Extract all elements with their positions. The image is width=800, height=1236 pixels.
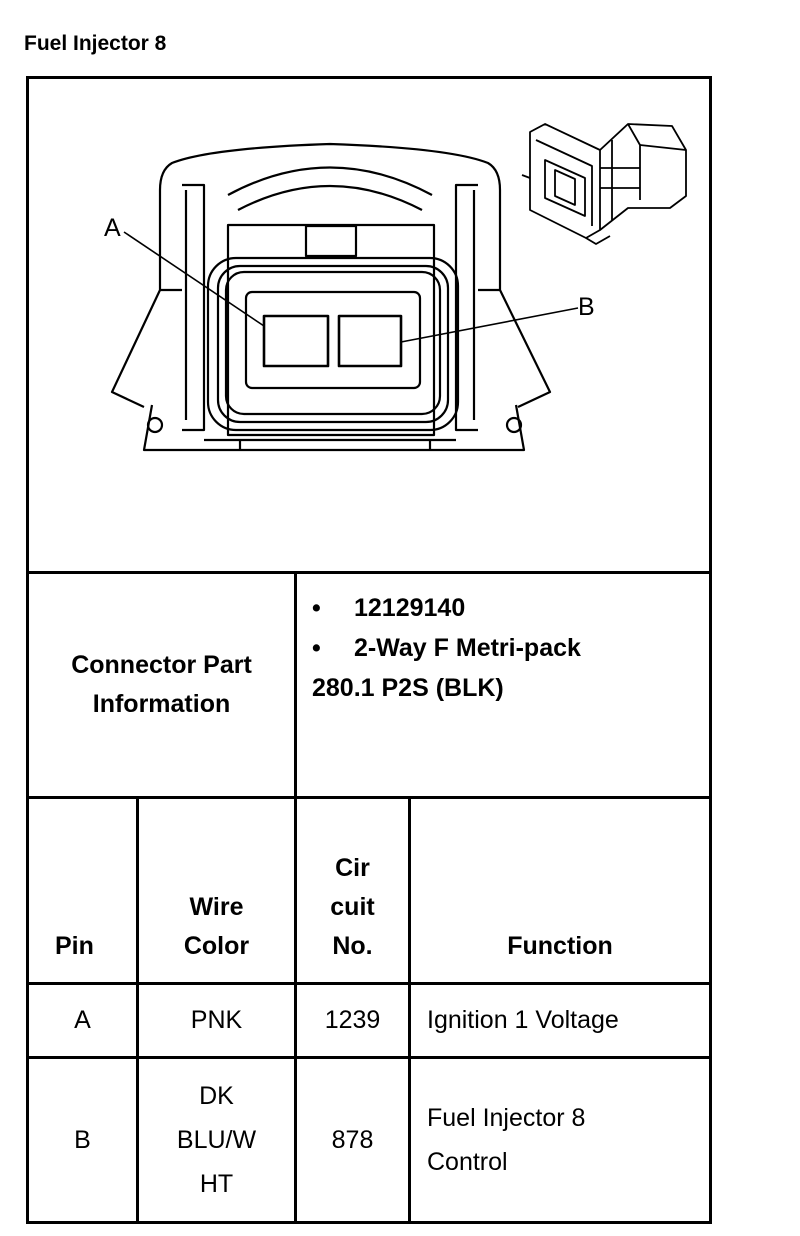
divider-col-pin: [136, 796, 139, 1224]
row-b-pin: B: [74, 1125, 91, 1154]
row-a-wire-color: PNK: [190, 1006, 243, 1034]
connector-face-icon: A B: [104, 123, 687, 452]
row-b-function: Fuel Injector 8 Control: [427, 1104, 586, 1176]
divider-info: [26, 796, 712, 799]
row-a-pin: A: [74, 1006, 91, 1034]
header-pin: Pin: [55, 932, 94, 960]
header-function: Function: [507, 932, 613, 960]
pin-b-label: B: [578, 293, 595, 321]
divider-diagram: [26, 571, 712, 574]
connector-part-info-label: Connector Part Information: [71, 651, 252, 718]
connector-type-continuation: 280.1 P2S (BLK): [312, 674, 504, 702]
divider-header: [26, 982, 712, 985]
divider-col-circuit: [408, 796, 411, 1224]
connector-table-frame: [26, 76, 712, 1224]
page-title: Fuel Injector 8: [24, 32, 167, 55]
connector-part-info-values: •12129140 •2-Way F Metri-pack 280.1 P2S …: [312, 588, 581, 708]
row-a-circuit: 1239: [324, 1006, 381, 1034]
row-b-circuit: 878: [331, 1125, 374, 1154]
divider-row-a: [26, 1056, 712, 1059]
row-a-function: Ignition 1 Voltage: [427, 1006, 619, 1034]
pin-a-label: A: [104, 214, 121, 242]
part-number-item: •12129140: [312, 594, 466, 622]
connector-type-item: •2-Way F Metri-pack: [312, 634, 581, 662]
connector-3d-icon: [521, 123, 687, 245]
header-wire-color: Wire Color: [183, 893, 250, 960]
row-b-wire-color: DK BLU/W HT: [176, 1082, 257, 1198]
header-circuit-no: Cir cuit No.: [330, 854, 375, 960]
divider-col-wire: [294, 796, 297, 1224]
divider-info-column: [294, 571, 297, 799]
